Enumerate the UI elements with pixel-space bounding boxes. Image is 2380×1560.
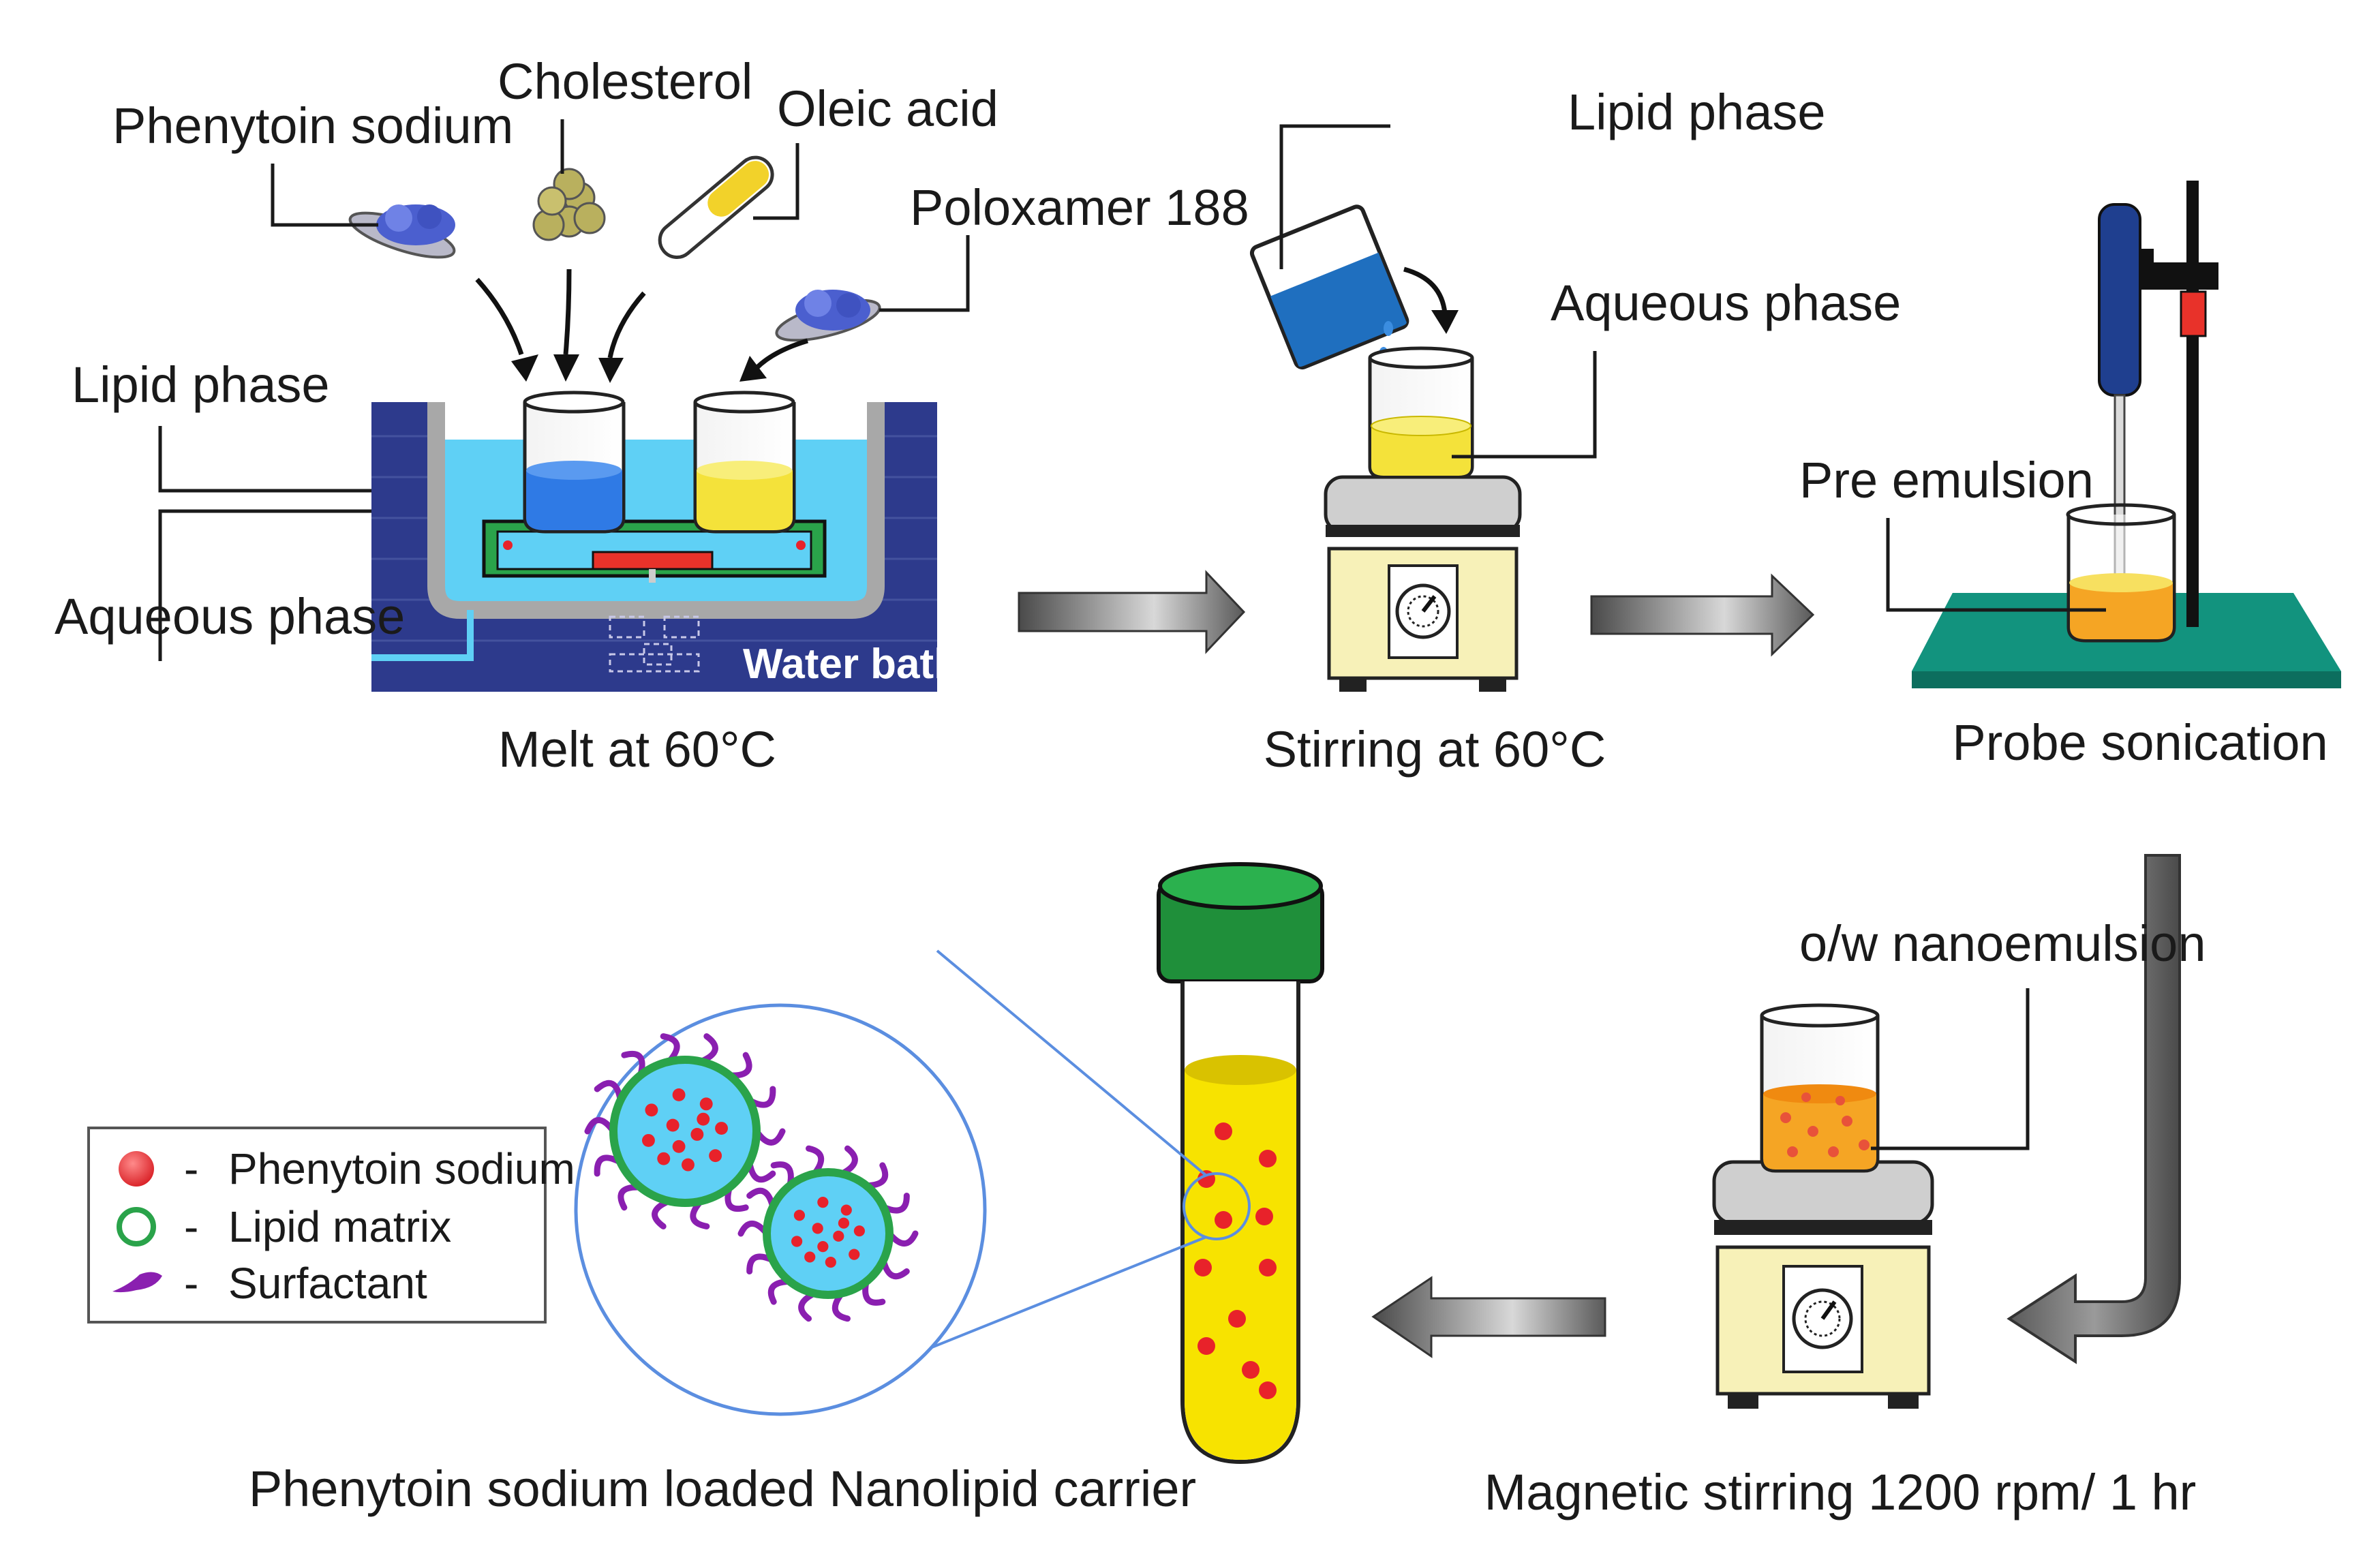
drug-molecule xyxy=(853,1225,865,1237)
drug-molecule xyxy=(715,1122,729,1135)
drug-molecule xyxy=(642,1133,655,1147)
aqueous-phase-beaker xyxy=(693,391,796,534)
drug-molecule xyxy=(699,1097,713,1111)
caption-probe: Probe sonication xyxy=(1952,714,2328,771)
drug-molecule xyxy=(666,1118,680,1132)
drug-molecule xyxy=(645,1103,658,1117)
legend: - Phenytoin sodium - Lipid matrix - Surf… xyxy=(87,1127,575,1324)
drug-molecule xyxy=(709,1149,722,1163)
drug-molecule xyxy=(825,1256,836,1268)
drug-molecule xyxy=(791,1236,803,1247)
drug-molecule xyxy=(817,1241,829,1253)
caption-magnetic: Magnetic stirring 1200 rpm/ 1 hr xyxy=(1484,1464,2197,1520)
label-lipid-phase-left: Lipid phase xyxy=(72,356,330,413)
drug-molecule xyxy=(793,1210,806,1221)
oleic-acid-tube-icon xyxy=(658,155,774,259)
label-aqueous-phase-left: Aqueous phase xyxy=(55,588,405,645)
pouring-beaker-icon xyxy=(1249,204,1409,370)
drug-molecule xyxy=(838,1217,850,1229)
drug-molecule xyxy=(672,1088,686,1101)
process-arrow-bent xyxy=(2007,854,2181,1364)
lipid-phase-beaker xyxy=(523,391,626,534)
drug-molecule xyxy=(697,1112,710,1126)
water-bath-step: Phenytoin sodium Cholesterol Oleic acid … xyxy=(55,53,1249,778)
caption-stirring: Stirring at 60°C xyxy=(1264,721,1606,778)
label-nanoemulsion: o/w nanoemulsion xyxy=(1799,915,2206,972)
label-pre-emulsion: Pre emulsion xyxy=(1799,452,2094,508)
stirring-step: Lipid phase Aqueous phase Stirring at 60… xyxy=(1249,84,1901,778)
drug-molecule xyxy=(817,1197,829,1208)
cholesterol-icon xyxy=(532,168,606,241)
legend-label-surfactant: Surfactant xyxy=(228,1259,427,1308)
drug-molecule xyxy=(804,1251,816,1263)
label-water-bath: Water bath xyxy=(743,641,960,688)
poloxamer-powder-icon xyxy=(775,290,881,342)
label-aqueous-phase-mid: Aqueous phase xyxy=(1551,275,1901,331)
drug-molecule xyxy=(672,1140,686,1153)
label-poloxamer: Poloxamer 188 xyxy=(910,179,1249,236)
label-cholesterol: Cholesterol xyxy=(498,53,752,110)
drug-molecule xyxy=(849,1249,860,1260)
drug-molecule xyxy=(682,1158,695,1172)
drug-molecule xyxy=(690,1128,704,1141)
phenytoin-powder-icon xyxy=(348,204,456,259)
probe-sonication-step: Pre emulsion Probe sonication xyxy=(1799,181,2341,771)
drug-molecule xyxy=(833,1230,844,1242)
label-phenytoin-sodium: Phenytoin sodium xyxy=(112,97,513,154)
caption-melt: Melt at 60°C xyxy=(498,721,776,778)
nanoparticle-1 xyxy=(584,1033,786,1229)
drug-molecule xyxy=(657,1152,671,1165)
legend-dash-2: - xyxy=(184,1202,198,1251)
legend-phenytoin-icon xyxy=(119,1151,154,1187)
process-arrow-2 xyxy=(1590,573,1815,657)
lipid-matrix xyxy=(763,1168,894,1299)
nanoparticle-2 xyxy=(737,1145,919,1322)
process-arrow-1 xyxy=(1018,570,1246,654)
lipid-matrix xyxy=(609,1056,761,1207)
magnetic-stirring-step: o/w nanoemulsion Magnetic stirring 1200 … xyxy=(1484,915,2206,1520)
drug-molecule xyxy=(840,1204,852,1216)
legend-dash-3: - xyxy=(184,1259,198,1308)
label-oleic-acid: Oleic acid xyxy=(777,80,998,137)
drug-molecule xyxy=(812,1223,823,1234)
nanoparticles xyxy=(584,1033,919,1322)
legend-lipid-matrix-icon xyxy=(117,1207,156,1247)
process-arrow-4 xyxy=(1371,1276,1606,1358)
label-lipid-phase-mid: Lipid phase xyxy=(1568,84,1826,140)
legend-label-phenytoin: Phenytoin sodium xyxy=(228,1144,575,1193)
caption-carrier: Phenytoin sodium loaded Nanolipid carrie… xyxy=(249,1460,1196,1517)
nanolipid-carrier-step xyxy=(574,862,1324,1465)
legend-label-lipid-matrix: Lipid matrix xyxy=(228,1202,451,1251)
legend-dash-1: - xyxy=(184,1144,198,1193)
legend-surfactant-icon xyxy=(112,1272,162,1293)
